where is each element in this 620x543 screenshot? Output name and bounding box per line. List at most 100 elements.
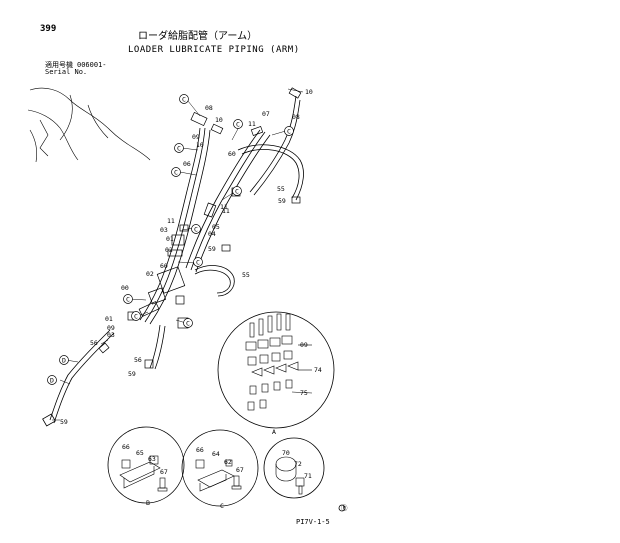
- svg-text:62: 62: [224, 458, 232, 466]
- svg-text:11: 11: [167, 217, 175, 225]
- svg-text:C: C: [235, 188, 239, 196]
- svg-text:D: D: [62, 357, 66, 365]
- svg-text:67: 67: [236, 466, 244, 474]
- callout-c-11: [183, 318, 193, 328]
- detail-b-circle: [107, 426, 185, 504]
- svg-text:06: 06: [183, 160, 191, 168]
- svg-text:74: 74: [314, 366, 322, 374]
- hose-loop-55: [237, 144, 304, 201]
- callout-d-2: [47, 375, 57, 385]
- callout-c-6: [232, 186, 242, 196]
- svg-text:02: 02: [146, 270, 154, 278]
- svg-text:55: 55: [277, 185, 285, 193]
- svg-text:56: 56: [134, 356, 142, 364]
- svg-text:08: 08: [292, 113, 300, 121]
- svg-text:67: 67: [160, 468, 168, 476]
- callout-bubbles: [47, 94, 294, 385]
- svg-text:10: 10: [215, 116, 223, 124]
- lower-hose: [49, 329, 111, 421]
- svg-text:11: 11: [220, 203, 228, 211]
- detail-a-parts: [245, 313, 313, 411]
- svg-text:71: 71: [304, 472, 312, 480]
- main-hose-bundle: [139, 95, 301, 325]
- svg-text:D: D: [50, 377, 54, 385]
- svg-text:B: B: [146, 499, 150, 507]
- callout-c-2: [233, 119, 243, 129]
- title-english: LOADER LUBRICATE PIPING (ARM): [128, 45, 300, 55]
- serial-value: 006001-: [77, 61, 107, 69]
- svg-text:55: 55: [242, 271, 250, 279]
- callout-c-10: [131, 311, 141, 321]
- callout-c-7: [191, 224, 201, 234]
- serial-label-japanese: 適用号機: [45, 61, 73, 69]
- svg-text:11: 11: [222, 207, 230, 215]
- svg-text:59: 59: [278, 197, 286, 205]
- svg-text:09: 09: [192, 133, 200, 141]
- serial-label-english: Serial No.: [45, 68, 88, 76]
- detail-a-circle: [217, 311, 335, 429]
- svg-text:66: 66: [196, 446, 204, 454]
- arm-outline-sketch: [27, 87, 151, 163]
- svg-text:02: 02: [165, 246, 173, 254]
- svg-text:C: C: [182, 96, 186, 104]
- svg-text:C: C: [174, 169, 178, 177]
- detail-bracket-parts: [275, 456, 305, 495]
- svg-text:01: 01: [105, 315, 113, 323]
- svg-text:Ⓡ: Ⓡ: [341, 504, 348, 512]
- svg-text:75: 75: [300, 389, 308, 397]
- svg-text:66: 66: [122, 443, 130, 451]
- svg-text:C: C: [134, 313, 138, 321]
- svg-text:64: 64: [212, 450, 220, 458]
- title-japanese: ローダ給脂配管（アーム）: [138, 31, 258, 42]
- svg-text:C: C: [126, 296, 130, 304]
- svg-text:09: 09: [300, 341, 308, 349]
- svg-text:00: 00: [121, 284, 129, 292]
- svg-text:C: C: [220, 502, 224, 510]
- page-number: 399: [40, 24, 57, 34]
- footer-code: PI7V-1-5: [296, 518, 330, 526]
- svg-text:C: C: [287, 128, 291, 136]
- svg-text:65: 65: [136, 449, 144, 457]
- svg-text:01: 01: [166, 235, 174, 243]
- callout-c-9: [123, 294, 133, 304]
- svg-text:03: 03: [160, 226, 168, 234]
- svg-text:63: 63: [148, 455, 156, 463]
- svg-text:03: 03: [107, 331, 115, 339]
- svg-text:59: 59: [128, 370, 136, 378]
- svg-text:09: 09: [107, 324, 115, 332]
- svg-text:70: 70: [282, 449, 290, 457]
- recycle-symbol: [338, 504, 346, 512]
- callout-letters: C C C C C C C C C C C D D: [50, 96, 291, 385]
- svg-text:C: C: [186, 320, 190, 328]
- part-labels: 10 08 10 07 08 11 09 10 60 06 55 59 11 1…: [60, 88, 348, 512]
- svg-text:59: 59: [208, 245, 216, 253]
- detail-b-parts: [119, 455, 168, 492]
- svg-text:60: 60: [228, 150, 236, 158]
- detail-bracket-circle: [263, 437, 325, 499]
- svg-text:60: 60: [160, 262, 168, 270]
- svg-text:10: 10: [196, 141, 204, 149]
- callout-c-3: [284, 126, 294, 136]
- svg-text:A: A: [272, 428, 276, 436]
- svg-text:05: 05: [212, 223, 220, 231]
- svg-text:C: C: [196, 259, 200, 267]
- svg-text:59: 59: [60, 418, 68, 426]
- detail-c-parts: [195, 459, 242, 492]
- svg-text:11: 11: [248, 120, 256, 128]
- callout-d-1: [59, 355, 69, 365]
- svg-text:04: 04: [208, 230, 216, 238]
- svg-text:C: C: [177, 145, 181, 153]
- svg-text:C: C: [194, 226, 198, 234]
- svg-text:56: 56: [90, 339, 98, 347]
- svg-text:08: 08: [205, 104, 213, 112]
- hose-loop-mid: [194, 265, 235, 297]
- svg-text:10: 10: [305, 88, 313, 96]
- callout-c-1: [179, 94, 189, 104]
- svg-text:C: C: [236, 121, 240, 129]
- svg-text:72: 72: [294, 460, 302, 468]
- callout-c-4: [174, 143, 184, 153]
- detail-c-circle: [181, 429, 259, 507]
- callout-c-5: [171, 167, 181, 177]
- svg-text:07: 07: [262, 110, 270, 118]
